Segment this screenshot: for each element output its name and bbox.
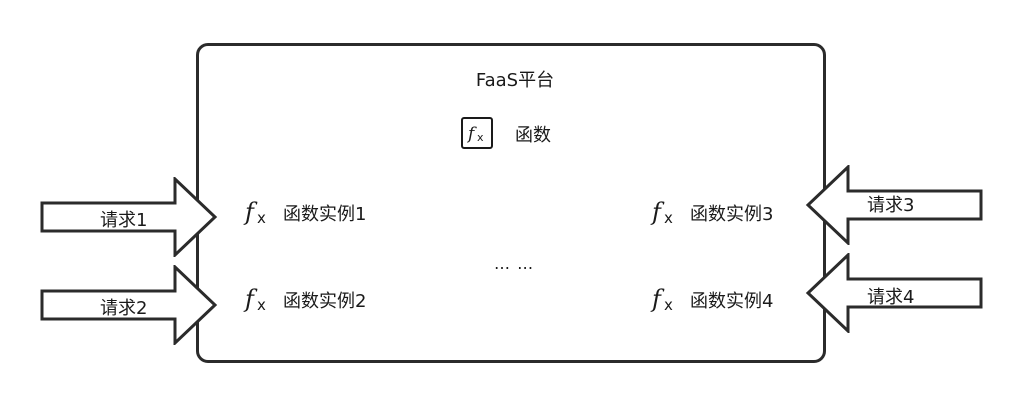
svg-text:f: f xyxy=(243,285,258,313)
instance-label: 函数实例1 xyxy=(283,204,367,225)
request-label: 请求2 xyxy=(100,298,148,319)
function-fx-icon: f x xyxy=(650,285,680,315)
svg-text:x: x xyxy=(664,296,673,314)
ellipsis: … … xyxy=(494,254,535,273)
request-label: 请求4 xyxy=(867,287,915,308)
function-instance-4: f x 函数实例4 xyxy=(650,285,773,315)
svg-text:x: x xyxy=(477,131,484,144)
faas-platform-box xyxy=(196,43,826,363)
svg-text:f: f xyxy=(650,198,665,226)
platform-title: FaaS平台 xyxy=(475,70,555,91)
function-fx-boxed-icon: f x xyxy=(461,117,493,149)
svg-text:f: f xyxy=(466,124,477,144)
function-fx-icon: f x xyxy=(243,198,273,228)
request-arrow-4: 请求4 xyxy=(805,253,983,333)
instance-label: 函数实例2 xyxy=(283,291,367,312)
function-instance-2: f x 函数实例2 xyxy=(243,285,366,315)
svg-text:x: x xyxy=(257,296,266,314)
svg-text:f: f xyxy=(243,198,258,226)
instance-label: 函数实例4 xyxy=(690,291,774,312)
request-arrow-3: 请求3 xyxy=(805,165,983,245)
instance-label: 函数实例3 xyxy=(690,204,774,225)
function-label: 函数 xyxy=(515,125,551,146)
svg-text:x: x xyxy=(664,209,673,227)
svg-text:f: f xyxy=(650,285,665,313)
function-instance-3: f x 函数实例3 xyxy=(650,198,773,228)
function-instance-1: f x 函数实例1 xyxy=(243,198,366,228)
function-fx-icon: f x xyxy=(243,285,273,315)
request-arrow-2: 请求2 xyxy=(40,265,218,345)
svg-text:x: x xyxy=(257,209,266,227)
request-label: 请求3 xyxy=(867,195,915,216)
function-fx-icon: f x xyxy=(650,198,680,228)
request-arrow-1: 请求1 xyxy=(40,177,218,257)
request-label: 请求1 xyxy=(100,210,148,231)
